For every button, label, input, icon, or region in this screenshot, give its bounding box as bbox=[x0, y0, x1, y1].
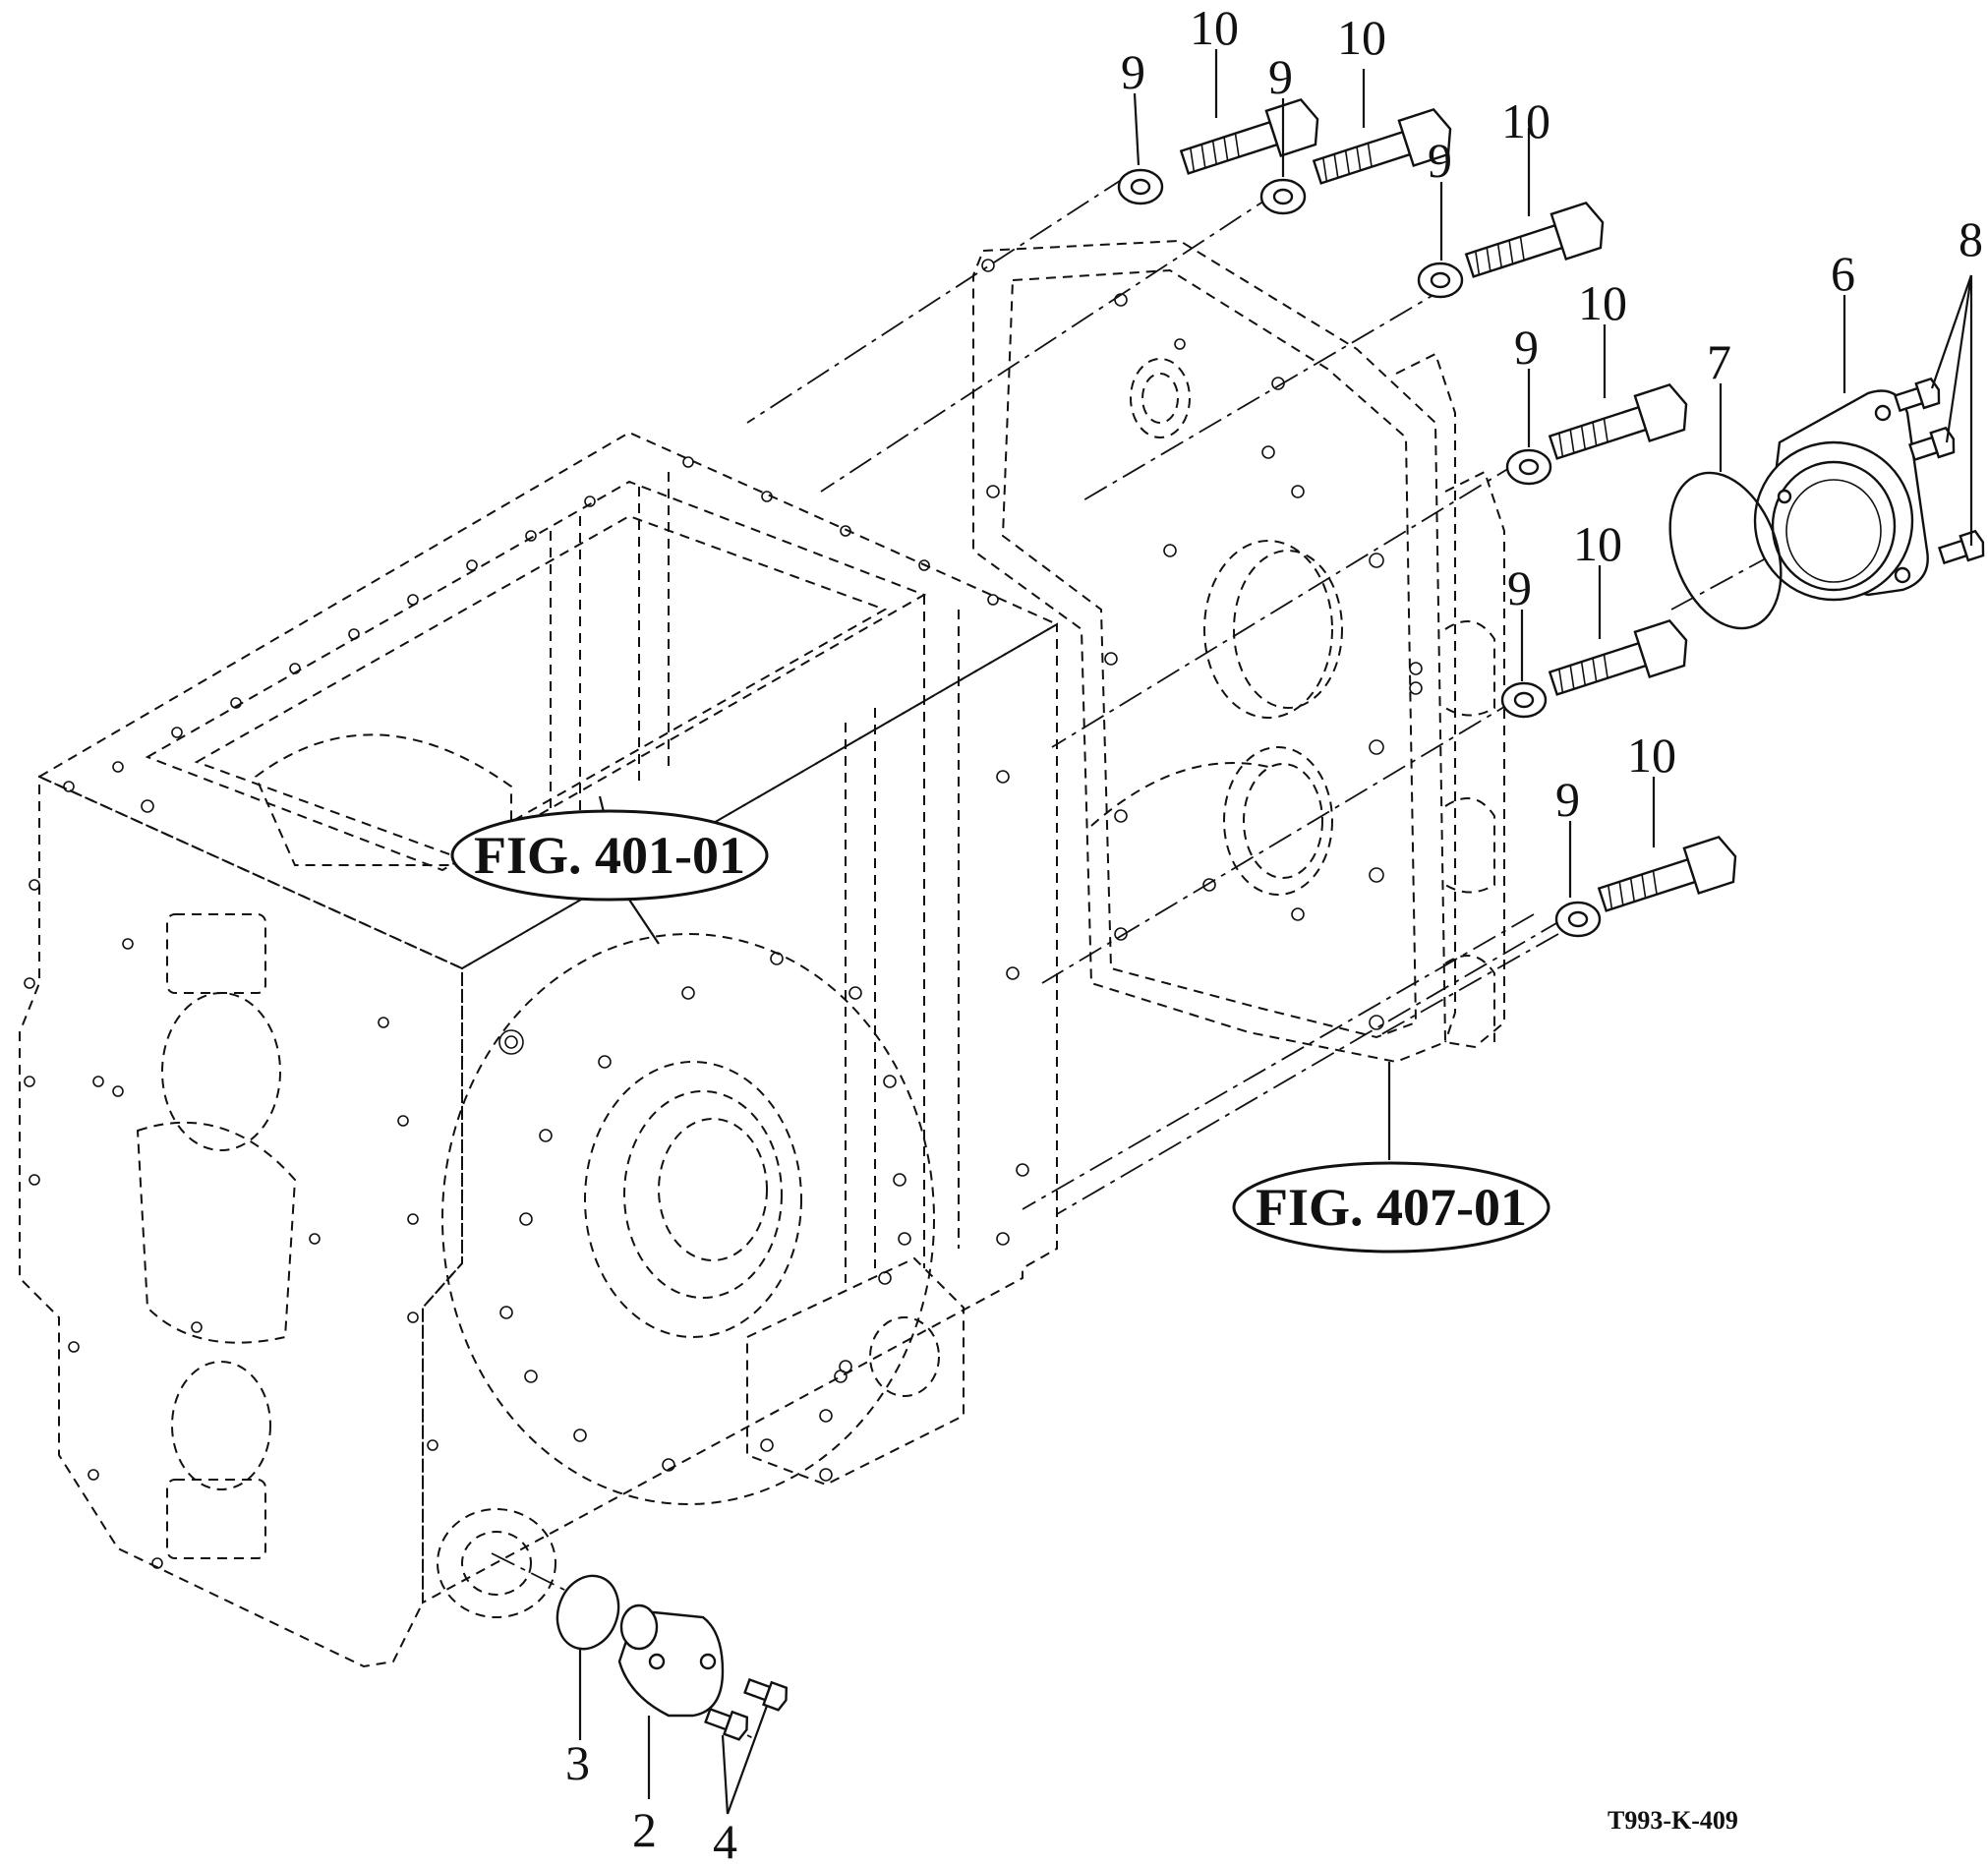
callout-bolt-6: 10 bbox=[1627, 728, 1676, 783]
callout-bolt-1: 10 bbox=[1190, 0, 1239, 55]
small-cover-part-2 bbox=[617, 1604, 725, 1718]
o-ring-part-7 bbox=[1668, 471, 1783, 630]
small-cover-bolts-part-4 bbox=[704, 1677, 789, 1741]
callout-bolt-3: 10 bbox=[1501, 93, 1550, 148]
cover-bolts-part-8 bbox=[1894, 377, 1985, 565]
o-ring-part-3 bbox=[555, 1574, 620, 1651]
drawing-code: T993-K-409 bbox=[1608, 1806, 1738, 1835]
callout-bolt-4: 10 bbox=[1578, 275, 1627, 330]
fig-ref-upper-text: FIG. 401-01 bbox=[474, 826, 745, 885]
callout-bolt-2: 10 bbox=[1337, 10, 1386, 65]
rear-housing-phantom bbox=[972, 239, 1505, 1064]
callout-washer-6: 9 bbox=[1555, 772, 1580, 827]
callout-labels: 10 10 10 10 10 10 9 9 9 9 9 9 6 7 8 2 3 … bbox=[565, 0, 1983, 1866]
bolt-group-1 bbox=[1117, 97, 1319, 205]
bearing-cover-part-6 bbox=[1753, 389, 1929, 602]
callout-bolt-5: 10 bbox=[1573, 516, 1622, 571]
bolt-group-6 bbox=[1554, 835, 1737, 938]
center-lines bbox=[491, 176, 1908, 1741]
bolt-group-3 bbox=[1417, 201, 1605, 299]
callout-washer-2: 9 bbox=[1268, 49, 1293, 104]
callout-cover-bolts: 8 bbox=[1959, 211, 1983, 266]
callout-washer-5: 9 bbox=[1507, 560, 1532, 615]
bolt-group-5 bbox=[1500, 618, 1688, 719]
bolt-group-4 bbox=[1505, 382, 1688, 486]
callout-cover: 6 bbox=[1831, 246, 1855, 301]
callout-small-cover-bolts: 4 bbox=[713, 1814, 737, 1866]
callout-washer-1: 9 bbox=[1121, 44, 1145, 99]
fig-ref-upper: FIG. 401-01 bbox=[450, 809, 769, 902]
transmission-case-phantom bbox=[19, 431, 1060, 1668]
bolt-group-2 bbox=[1259, 107, 1452, 215]
leader-lines bbox=[578, 49, 1973, 1815]
callout-o-ring-large: 7 bbox=[1707, 334, 1731, 389]
fig-ref-lower: FIG. 407-01 bbox=[1232, 1161, 1550, 1254]
fig-ref-lower-text: FIG. 407-01 bbox=[1256, 1178, 1527, 1237]
callout-washer-3: 9 bbox=[1428, 133, 1452, 188]
callout-o-ring-small: 3 bbox=[565, 1735, 590, 1790]
callout-washer-4: 9 bbox=[1514, 320, 1539, 375]
callout-small-cover: 2 bbox=[632, 1802, 657, 1857]
